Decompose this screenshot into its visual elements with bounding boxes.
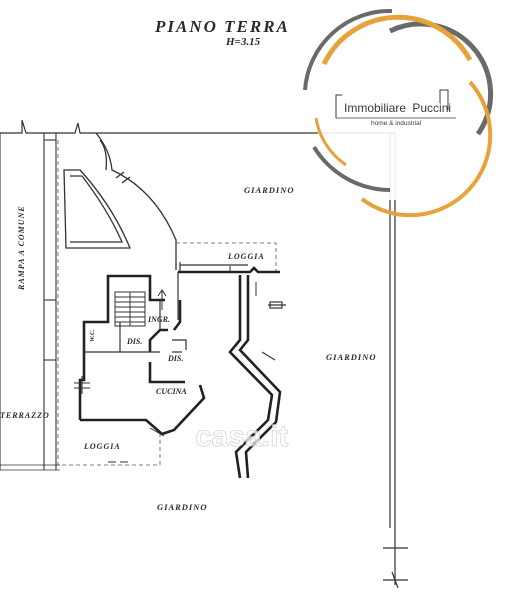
building-walls [78,266,282,479]
plan-title-block: PIANO TERRA H=3.15 [154,17,290,48]
plan-title: PIANO TERRA [154,17,290,36]
label-cucina: CUCINA [156,387,187,396]
label-giardino-ne: GIARDINO [244,185,295,195]
logo-tagline: home & industrial [371,120,422,127]
plan-height-note: H=3.15 [225,36,261,48]
label-rampa: RAMPA A COMUNE [17,205,26,291]
label-dis-1: DIS. [126,337,142,346]
dashed-outline [57,140,277,466]
label-loggia-n: LOGGIA [227,252,265,261]
brand-logo: Immobiliare Puccini home & industrial [303,8,494,218]
ramp-area [0,133,60,471]
inner-walls [84,262,286,361]
stair [114,289,167,327]
entry-drive [63,132,177,270]
svg-text:Immobiliare Puccini: Immobiliare Puccini [344,101,451,115]
label-dis-2: DIS. [167,354,183,363]
watermark-text: casa.it [195,420,288,453]
label-loggia-s: LOGGIA [83,442,121,451]
door-marks [74,266,257,463]
label-giardino-e: GIARDINO [326,352,377,362]
room-labels: GIARDINO GIARDINO GIARDINO LOGGIA LOGGIA… [0,185,377,512]
label-wc: W.C. [89,329,96,342]
label-terrazzo: TERRAZZO [0,411,50,420]
logo-brand-b: Puccini [412,101,451,115]
logo-brand-a: Immobiliare [344,101,406,115]
label-ingr: INGR. [147,315,170,324]
label-giardino-s: GIARDINO [157,502,208,512]
